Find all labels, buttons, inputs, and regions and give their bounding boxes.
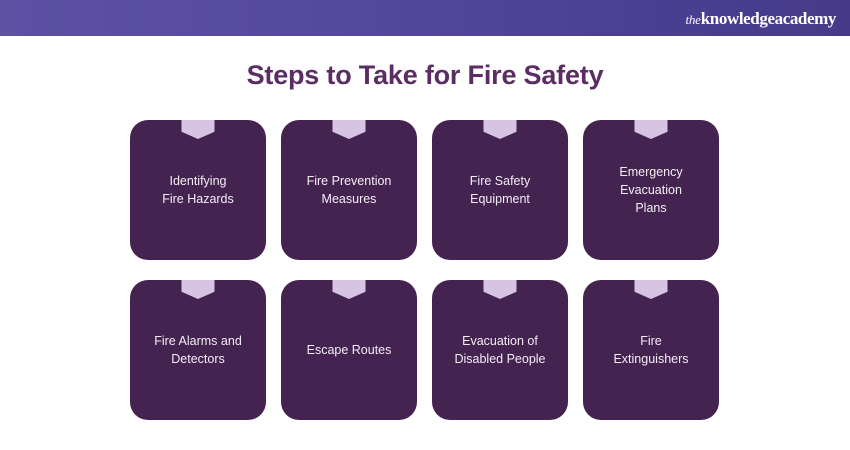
card-fire-safety-equipment[interactable]: Fire Safety Equipment [432, 120, 568, 260]
card-fire-alarms-and-detectors[interactable]: Fire Alarms and Detectors [130, 280, 266, 420]
card-identifying-fire-hazards[interactable]: Identifying Fire Hazards [130, 120, 266, 260]
bookmark-tab-icon [332, 280, 366, 299]
card-escape-routes[interactable]: Escape Routes [281, 280, 417, 420]
card-label: Emergency Evacuation Plans [619, 164, 683, 216]
card-label: Fire Safety Equipment [469, 173, 531, 206]
bookmark-tab-icon [483, 280, 517, 299]
brand-logo-prefix: the [685, 11, 701, 27]
card-fire-extinguishers[interactable]: Fire Extinguishers [583, 280, 719, 420]
bookmark-tab-icon [634, 120, 668, 139]
bookmark-tab-icon [332, 120, 366, 139]
bookmark-tab-icon [483, 120, 517, 139]
card-emergency-evacuation-plans[interactable]: Emergency Evacuation Plans [583, 120, 719, 260]
card-label: Evacuation of Disabled People [454, 333, 546, 366]
card-grid: Identifying Fire Hazards Fire Prevention… [130, 120, 720, 420]
page-title: Steps to Take for Fire Safety [246, 60, 604, 90]
card-label: Escape Routes [306, 342, 392, 357]
card-label: Fire Prevention Measures [306, 173, 392, 206]
card-evacuation-of-disabled-people[interactable]: Evacuation of Disabled People [432, 280, 568, 420]
bookmark-tab-icon [181, 120, 215, 139]
brand-logo-name: knowledgeacademy [700, 8, 837, 28]
card-fire-prevention-measures[interactable]: Fire Prevention Measures [281, 120, 417, 260]
card-label: Identifying Fire Hazards [162, 173, 234, 206]
bookmark-tab-icon [181, 280, 215, 299]
bookmark-tab-icon [634, 280, 668, 299]
card-label: Fire Extinguishers [613, 333, 689, 366]
card-label: Fire Alarms and Detectors [154, 333, 242, 366]
